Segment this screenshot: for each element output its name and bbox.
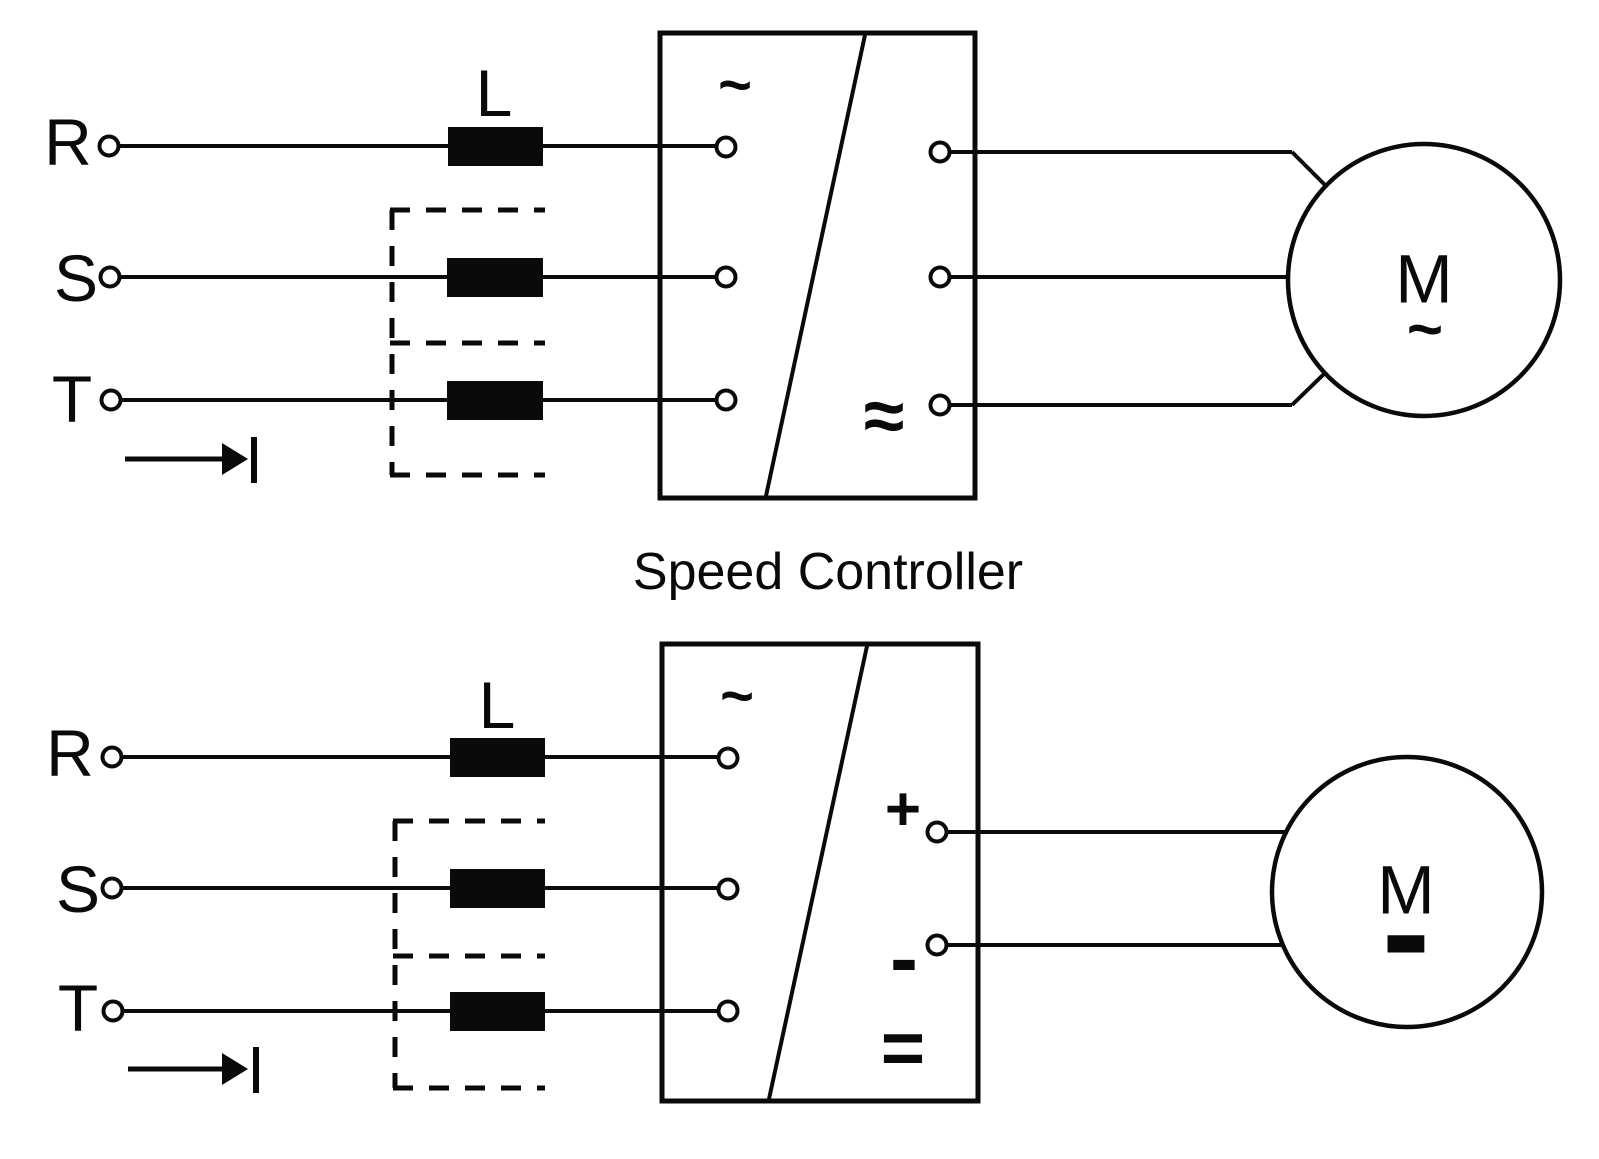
ac-output-wire-1-bend <box>1290 150 1329 189</box>
ac-phase-label-s: S <box>53 241 99 315</box>
dc-phase-label-t: T <box>57 971 99 1045</box>
dc-inductor-r <box>450 738 545 777</box>
ac-motor-type-symbol: ~ <box>1406 295 1444 364</box>
ac-converter-input-terminal-1 <box>714 135 738 159</box>
dc-terminal-s <box>100 876 124 900</box>
ac-terminal-s <box>98 265 122 289</box>
diagram-caption: Speed Controller <box>632 543 1024 601</box>
ac-converter-input-symbol: ~ <box>718 53 752 118</box>
dc-motor-circle <box>1269 754 1545 1030</box>
dc-motor-label: M <box>1377 851 1435 929</box>
ac-output-wire-3-bend <box>1290 369 1329 407</box>
dc-terminal-r <box>100 745 124 769</box>
ac-converter-box <box>657 30 978 501</box>
ac-converter-output-terminal-2 <box>928 265 952 289</box>
dc-converter-input-symbol: ~ <box>720 664 754 729</box>
ac-converter-input-terminal-2 <box>714 265 738 289</box>
ac-converter-output-terminal-1 <box>928 140 952 164</box>
dc-converter-input-terminal-3 <box>716 999 740 1023</box>
dc-phase-label-s: S <box>55 852 101 926</box>
ac-converter-input-terminal-3 <box>714 388 738 412</box>
ac-inductor-s <box>447 258 543 297</box>
dc-positive-label: + <box>884 775 922 844</box>
ac-motor-label: M <box>1395 240 1453 318</box>
dc-converter-input-terminal-1 <box>716 746 740 770</box>
ac-phase-label-r: R <box>44 105 92 179</box>
dc-converter-diagonal <box>767 645 869 1100</box>
ac-phase-label-t: T <box>51 362 93 436</box>
ac-inductor-label: L <box>475 56 513 130</box>
ac-converter-output-terminal-3 <box>928 393 952 417</box>
ac-terminal-r <box>97 134 121 158</box>
dc-positive-terminal <box>925 820 949 844</box>
ac-optional-dashed-box <box>389 207 545 478</box>
ac-converter-diagonal <box>764 34 867 497</box>
dc-converter-output-symbol: = <box>880 1006 926 1091</box>
dc-motor-type-symbol: - <box>1381 850 1431 1013</box>
ac-inductor-r <box>448 127 543 166</box>
dc-inductor-label: L <box>478 668 516 742</box>
dc-current-arrow-icon <box>128 1047 259 1093</box>
dc-inductor-t <box>450 992 545 1031</box>
dc-optional-dashed-box <box>392 818 545 1091</box>
dc-converter-input-terminal-2 <box>716 877 740 901</box>
dc-converter-box <box>659 641 981 1104</box>
ac-inductor-t <box>447 381 543 420</box>
ac-converter-output-symbol: ≈ <box>863 374 905 457</box>
dc-inductor-s <box>450 869 545 908</box>
dc-phase-label-r: R <box>46 716 94 790</box>
dc-negative-label: - <box>890 911 918 1005</box>
ac-current-arrow-icon <box>125 437 257 483</box>
ac-motor-circle <box>1285 141 1563 419</box>
ac-terminal-t <box>99 388 123 412</box>
dc-negative-terminal <box>925 933 949 957</box>
dc-terminal-t <box>101 999 125 1023</box>
